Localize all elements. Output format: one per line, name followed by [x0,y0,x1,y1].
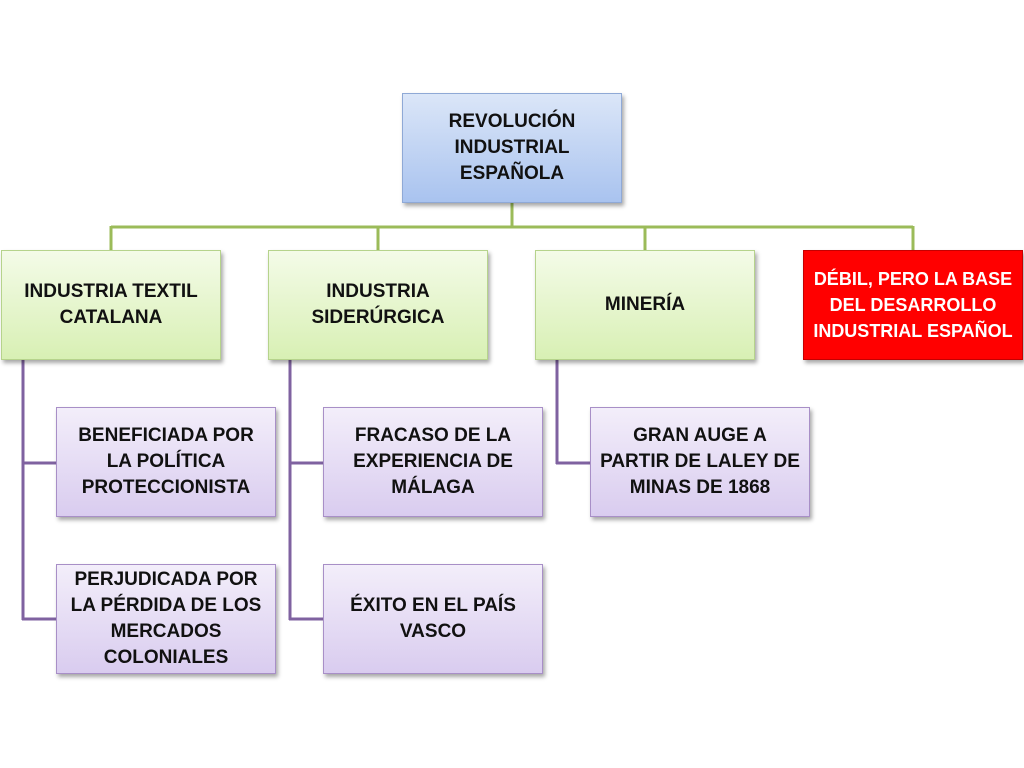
branch-label: INDUSTRIA TEXTIL CATALANA [24,281,198,328]
child-node-perjudicada: PERJUDICADA POR LA PÉRDIDA DE LOS MERCAD… [56,564,276,674]
branch-label: DÉBIL, PERO LA BASE DEL DESARROLLO INDUS… [813,269,1013,341]
child-node-fracaso: FRACASO DE LA EXPERIENCIA DE MÁLAGA [323,407,543,517]
root-label: REVOLUCIÓN INDUSTRIAL ESPAÑOLA [448,111,576,184]
branch-node-siderurgica: INDUSTRIA SIDERÚRGICA [268,250,488,360]
child-label: BENEFICIADA POR LA POLÍTICA PROTECCIONIS… [78,425,254,498]
branch-label: INDUSTRIA SIDERÚRGICA [311,281,445,328]
child-label: PERJUDICADA POR LA PÉRDIDA DE LOS MERCAD… [70,569,262,668]
branch-node-mineria: MINERÍA [535,250,755,360]
branch-label: MINERÍA [604,294,686,315]
child-label: GRAN AUGE A PARTIR DE LALEY DE MINAS DE … [600,425,800,498]
child-node-exito: ÉXITO EN EL PAÍS VASCO [323,564,543,674]
child-label: ÉXITO EN EL PAÍS VASCO [350,595,516,642]
branch-node-textil: INDUSTRIA TEXTIL CATALANA [1,250,221,360]
child-node-auge: GRAN AUGE A PARTIR DE LALEY DE MINAS DE … [590,407,810,517]
child-label: FRACASO DE LA EXPERIENCIA DE MÁLAGA [353,425,513,498]
child-node-beneficiada: BENEFICIADA POR LA POLÍTICA PROTECCIONIS… [56,407,276,517]
root-node: REVOLUCIÓN INDUSTRIAL ESPAÑOLA [402,93,622,203]
branch-node-debil: DÉBIL, PERO LA BASE DEL DESARROLLO INDUS… [803,250,1023,360]
